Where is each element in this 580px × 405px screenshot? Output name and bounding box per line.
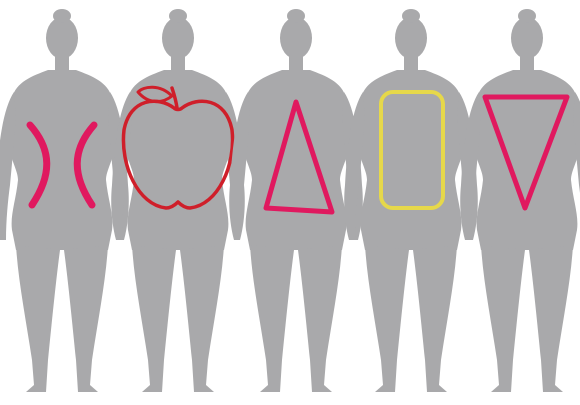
silhouette (344, 9, 478, 392)
silhouette (0, 9, 129, 392)
figure-apple (111, 9, 245, 392)
figure-triangle (229, 9, 363, 392)
figure-rectangle (344, 9, 478, 392)
silhouette (229, 9, 363, 392)
figure-hourglass (0, 9, 129, 392)
figure-inverted-triangle (460, 9, 580, 392)
